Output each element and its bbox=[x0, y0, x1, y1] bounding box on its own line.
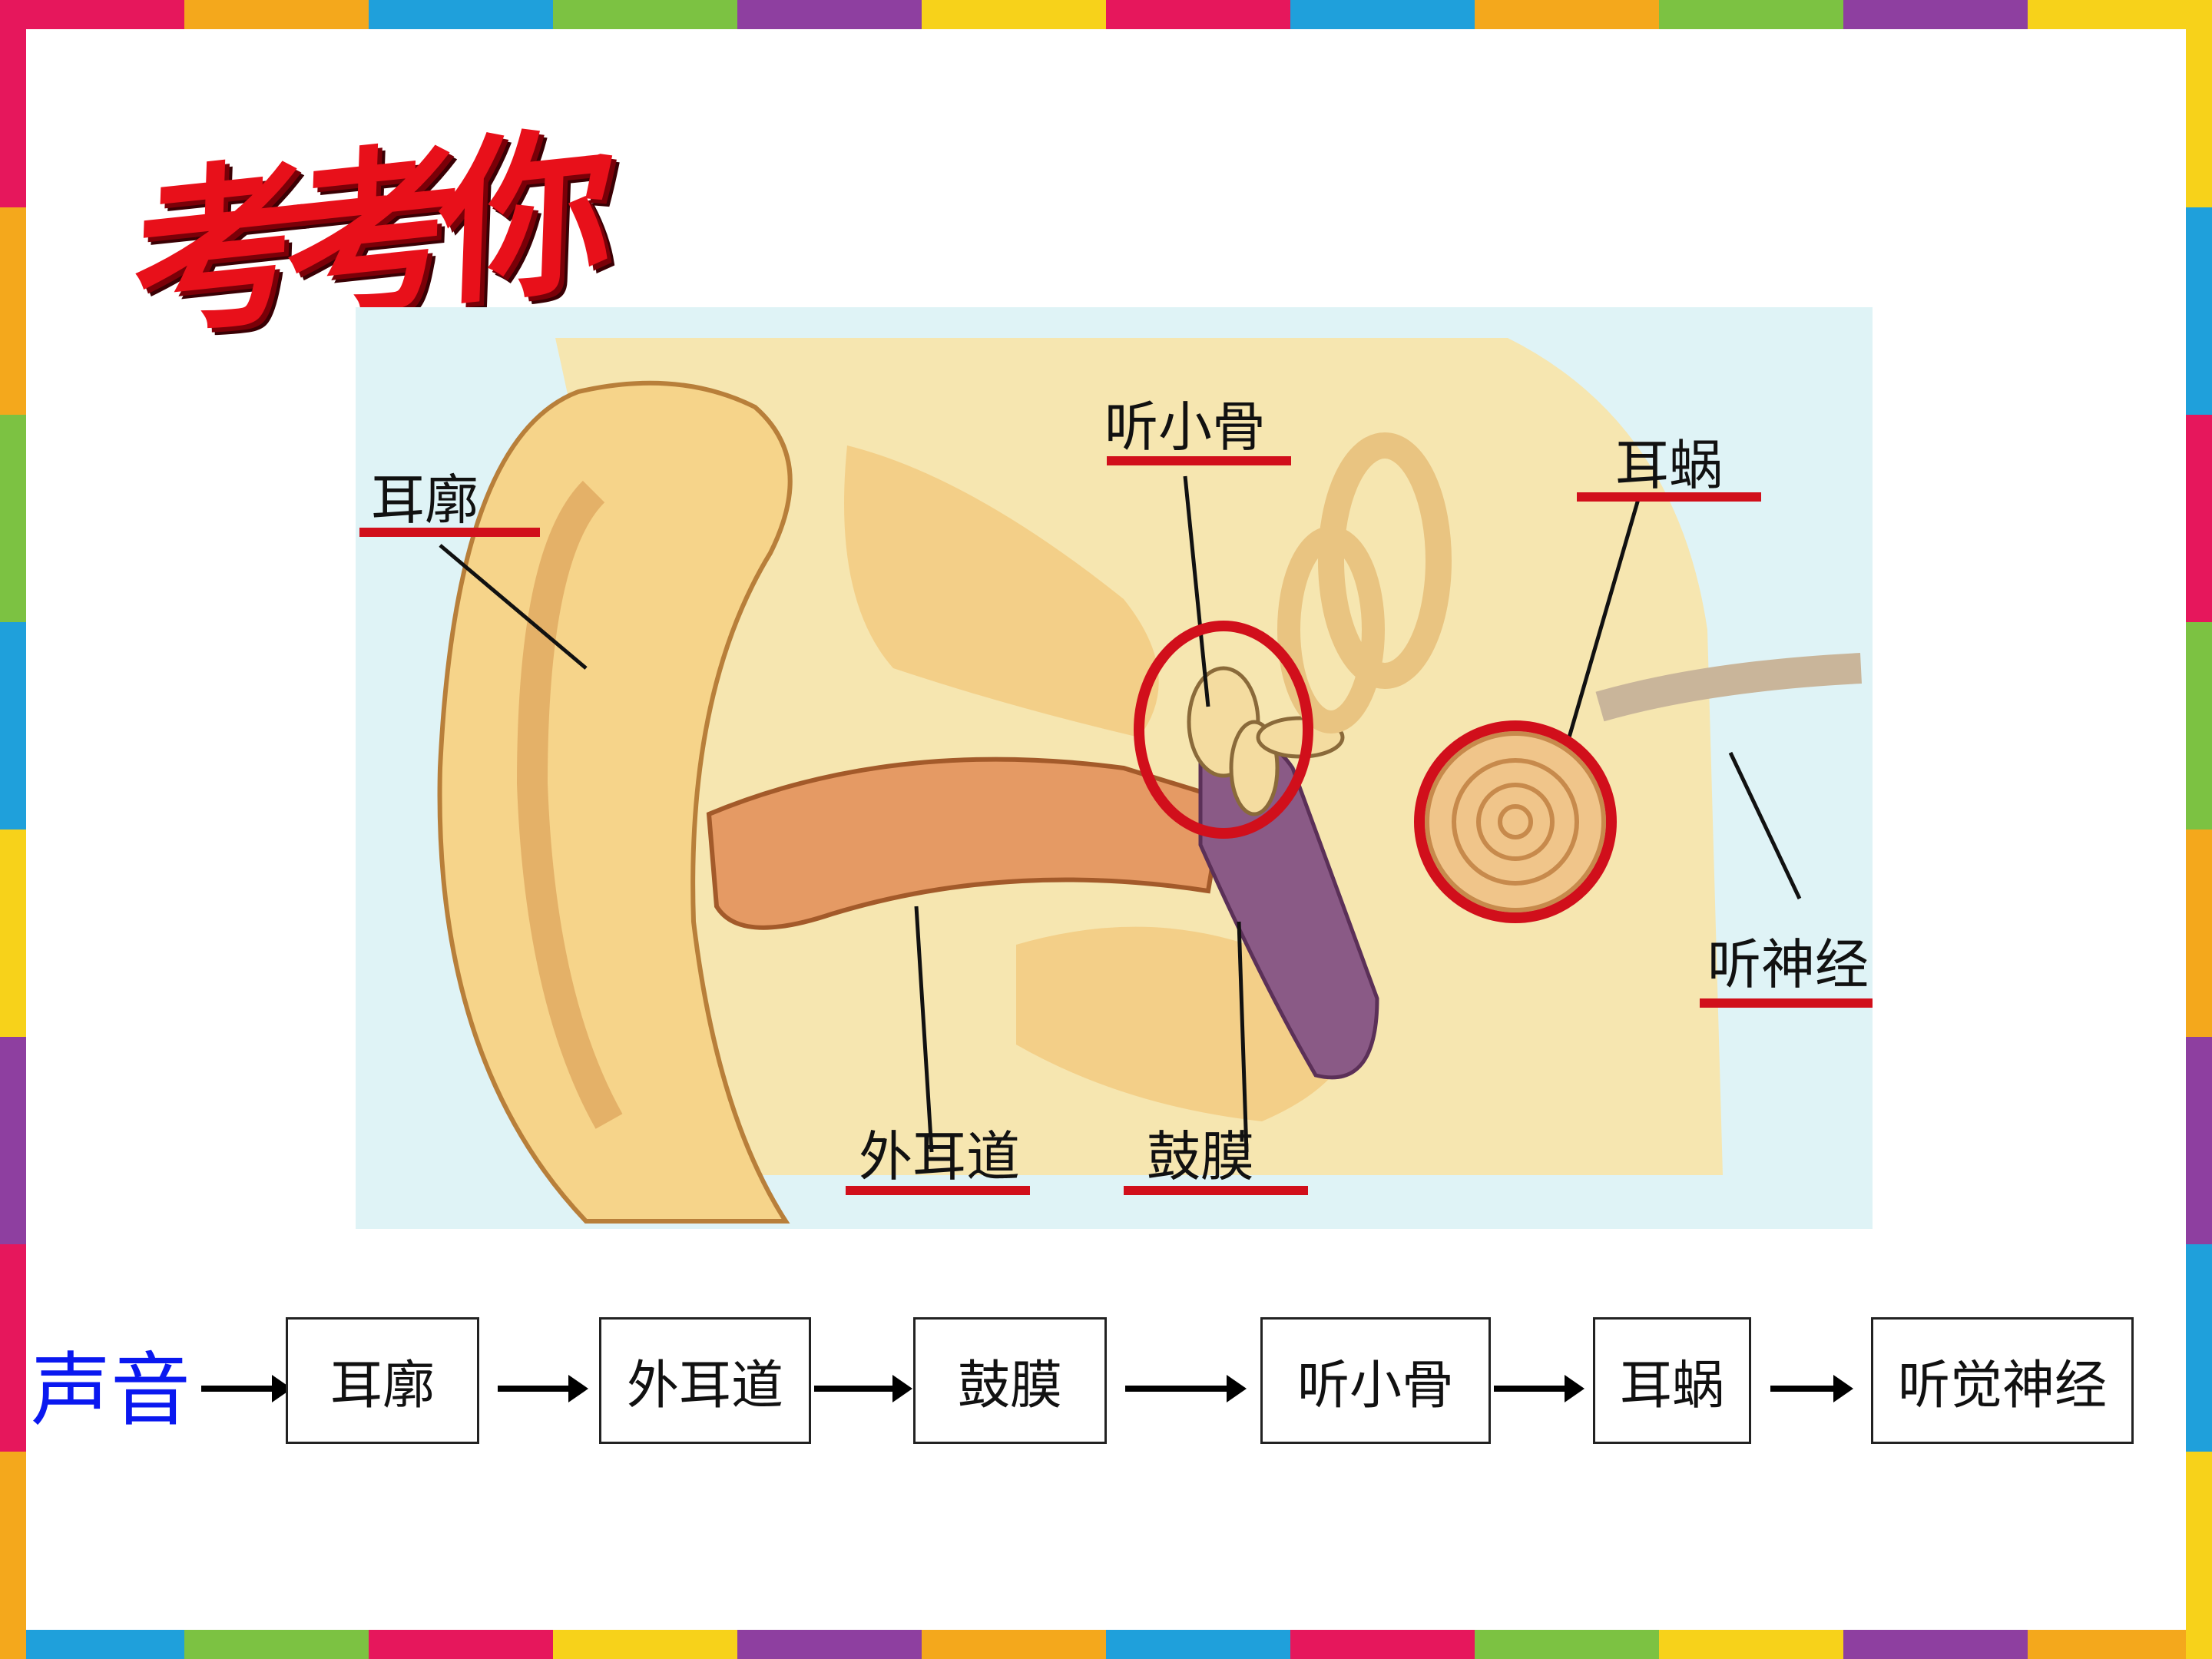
label-cochlea: 耳蜗 bbox=[1615, 434, 1723, 497]
flow-arrow bbox=[1770, 1375, 1853, 1402]
flow-step-pinna: 耳廓 bbox=[286, 1317, 479, 1444]
flow-start-label: 声音 bbox=[31, 1343, 191, 1437]
label-ossicles: 听小骨 bbox=[1104, 396, 1266, 459]
flow-arrow bbox=[1125, 1375, 1247, 1402]
flow-arrow bbox=[1494, 1375, 1584, 1402]
ear-illustration bbox=[359, 338, 1873, 1224]
flow-arrow bbox=[498, 1375, 588, 1402]
top-frame-stripe bbox=[0, 0, 2212, 29]
ear-anatomy-figure: 耳廓 听小骨 耳蜗 听神经 外耳道 鼓膜 bbox=[356, 307, 1873, 1229]
left-frame-stripe bbox=[0, 0, 26, 1659]
ossicles-highlight-circle bbox=[1134, 621, 1313, 839]
flow-step-cochlea: 耳蜗 bbox=[1593, 1317, 1751, 1444]
label-pinna: 耳廓 bbox=[371, 469, 478, 531]
flow-arrow bbox=[814, 1375, 912, 1402]
bottom-frame-stripe bbox=[0, 1630, 2212, 1659]
label-eardrum: 鼓膜 bbox=[1147, 1125, 1254, 1188]
flow-step-ossicles: 听小骨 bbox=[1260, 1317, 1491, 1444]
label-auditory-nerve: 听神经 bbox=[1707, 933, 1869, 996]
flow-arrow bbox=[201, 1375, 292, 1402]
flow-step-eardrum: 鼓膜 bbox=[913, 1317, 1107, 1444]
right-frame-stripe bbox=[2186, 0, 2212, 1659]
label-ear-canal: 外耳道 bbox=[859, 1125, 1020, 1188]
cochlea-highlight-circle bbox=[1414, 720, 1617, 923]
flow-step-auditory-nerve: 听觉神经 bbox=[1871, 1317, 2134, 1444]
flow-step-ear-canal: 外耳道 bbox=[599, 1317, 811, 1444]
